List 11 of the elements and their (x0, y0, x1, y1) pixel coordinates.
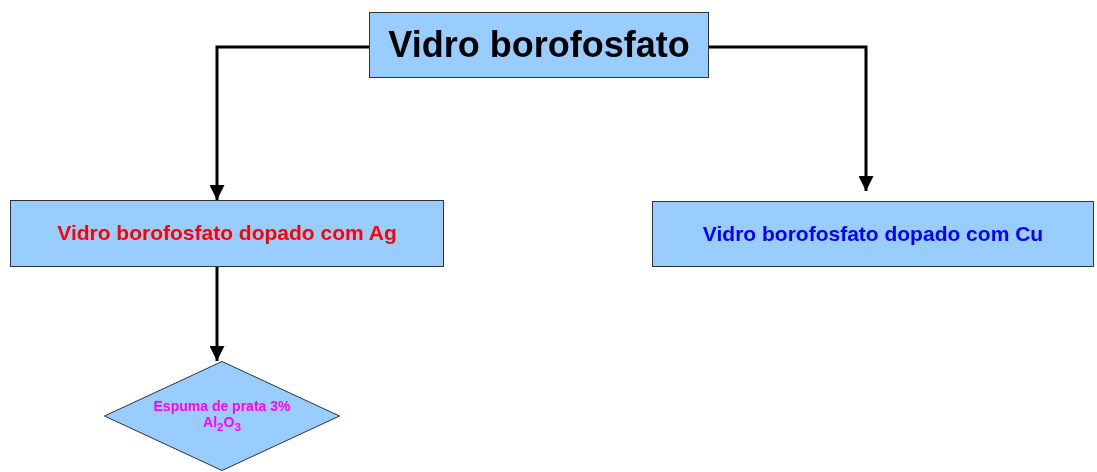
arrow (709, 45, 874, 191)
node-label: Vidro borofosfato dopado com Ag (57, 221, 397, 246)
node-label: Espuma de prata 3% Al$_{2}$O$_{3}$ (152, 398, 292, 434)
process-box (652, 201, 1094, 267)
decision-diamond (104, 361, 340, 471)
process-box (10, 200, 444, 267)
arrow (209, 45, 369, 200)
node-label: Vidro borofosfato dopado com Cu (702, 221, 1044, 247)
process-box (369, 12, 709, 78)
arrow (209, 267, 225, 361)
node-label: Vidro borofosfato (388, 24, 690, 66)
